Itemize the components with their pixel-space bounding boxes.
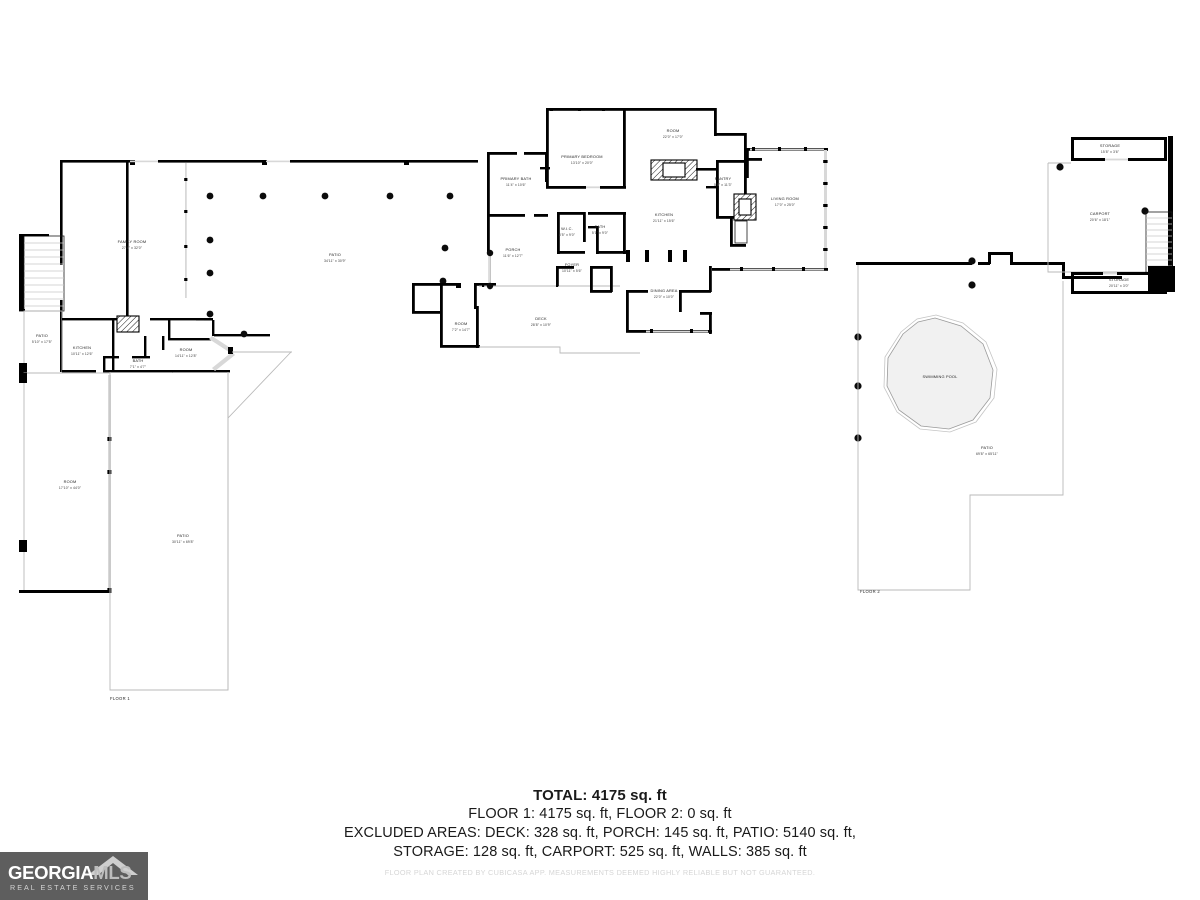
logo-tagline: REAL ESTATE SERVICES [10, 883, 136, 892]
floor1-left-block [19, 160, 478, 691]
room-label-storage-bottom: STORAGE [1109, 277, 1129, 282]
room-dim-storage-top: 15'8" x 3'6" [1101, 150, 1120, 154]
roof-icon [88, 856, 138, 875]
room-dim-deck: 28'8" x 10'9" [531, 323, 552, 327]
area-summary: TOTAL: 4175 sq. ft FLOOR 1: 4175 sq. ft,… [0, 786, 1200, 862]
staircase-left [19, 234, 65, 312]
logo-brand-secondary: MLS [93, 862, 132, 883]
room-label-swimming-pool: SWIMMING POOL [923, 374, 959, 379]
floors-area-line: FLOOR 1: 4175 sq. ft, FLOOR 2: 0 sq. ft [468, 806, 732, 822]
room-label-kitchen-left: KITCHEN [73, 345, 91, 350]
logo-wordmark: GEORGIAMLS [8, 862, 132, 883]
room-label-room-top: ROOM [667, 128, 680, 133]
room-dim-room-left: 14'11" x 12'8" [175, 354, 198, 358]
floor2-pool-patio [854, 252, 1122, 591]
room-dim-bath-left: 7'1" x 4'7" [130, 365, 147, 369]
room-dim-kitchen-main: 21'11" x 15'6" [653, 219, 676, 223]
room-dim-storage-bottom: 20'11" x 3'0" [1109, 284, 1130, 288]
room-label-foyer: FOYER [565, 262, 579, 267]
room-dim-patio-main: 34'11" x 30'9" [324, 259, 347, 263]
room-label-deck: DECK [535, 316, 547, 321]
excluded-areas-line-2: STORAGE: 128 sq. ft, CARPORT: 525 sq. ft… [393, 844, 807, 860]
room-dim-room-lower-left: 17'10" x 44'0" [59, 486, 82, 490]
room-label-porch: PORCH [506, 247, 521, 252]
room-dim-bath-main: 5'1" x 9'0" [592, 231, 609, 235]
room-label-wic: W.I.C. [561, 226, 573, 231]
disclaimer-text: FLOOR PLAN CREATED BY CUBICASA APP. MEAS… [384, 868, 816, 877]
primary-suite [487, 108, 626, 254]
room-dim-pantry: 5'8" x 11'3" [714, 183, 733, 187]
room-label-family-room: FAMILY ROOM [118, 239, 147, 244]
room-label-group: FAMILY ROOM 27'4" x 32'0" PATIO 5'10" x … [32, 128, 1130, 701]
excluded-areas-line-1: EXCLUDED AREAS: DECK: 328 sq. ft, PORCH:… [344, 825, 856, 841]
room-dim-kitchen-left: 10'11" x 12'6" [71, 352, 94, 356]
logo-brand-primary: GEORGIA [8, 862, 94, 883]
room-dim-room-center: 7'2" x 14'7" [452, 328, 471, 332]
room-dim-foyer: 10'11" x 5'6" [562, 269, 583, 273]
room-label-bath-left: BATH [133, 358, 144, 363]
pantry-living [706, 147, 828, 271]
room-label-carport: CARPORT [1090, 211, 1111, 216]
total-area-line: TOTAL: 4175 sq. ft [533, 787, 667, 804]
kitchen-dining-foyer [486, 249, 712, 334]
room-label-primary-bedroom: PRIMARY BEDROOM [561, 154, 602, 159]
room-dim-wic: 8'5" x 9'0" [559, 233, 576, 237]
floor-label-2: FLOOR 2 [860, 589, 880, 594]
room-dim-patio-lower: 30'11" x 69'8" [172, 540, 195, 544]
center-room-deck [412, 283, 640, 354]
hatch-block-left [116, 315, 140, 333]
room-dim-primary-bath: 11'4" x 10'6" [506, 183, 527, 187]
room-label-patio-pool: PATIO [981, 445, 993, 450]
room-label-patio-main: PATIO [329, 252, 341, 257]
floor-label-1: FLOOR 1 [110, 696, 130, 701]
room-label-storage-top: STORAGE [1100, 143, 1120, 148]
room-label-room-lower-left: ROOM [64, 479, 77, 484]
room-dim-dining-area: 22'0" x 10'0" [654, 295, 675, 299]
top-center-room [626, 108, 762, 181]
room-dim-carport: 20'6" x 18'1" [1090, 218, 1111, 222]
room-label-kitchen-main: KITCHEN [655, 212, 673, 217]
room-label-patio-lower: PATIO [177, 533, 189, 538]
room-dim-family-room: 27'4" x 32'0" [122, 246, 143, 250]
room-label-living-room: LIVING ROOM [771, 196, 799, 201]
room-label-patio-left: PATIO [36, 333, 48, 338]
room-dim-room-top: 22'0" x 17'0" [663, 135, 684, 139]
room-dim-living-room: 17'0" x 25'0" [775, 203, 796, 207]
room-dim-primary-bedroom: 13'10" x 20'0" [571, 161, 594, 165]
room-label-bath-main: BATH [595, 224, 606, 229]
room-dim-porch: 11'6" x 12'7" [503, 254, 524, 258]
room-label-dining-area: DINING AREA [650, 288, 677, 293]
carport-storage-block [1047, 136, 1175, 294]
main-patio-columns [206, 192, 454, 338]
room-label-room-center: ROOM [455, 321, 468, 326]
room-label-pantry: PANTRY [715, 176, 732, 181]
room-dim-patio-left: 5'10" x 17'5" [32, 340, 53, 344]
room-label-room-left: ROOM [180, 347, 193, 352]
kitchen-island-hatch [650, 159, 698, 181]
room-label-primary-bath: PRIMARY BATH [501, 176, 532, 181]
room-dim-patio-pool: 69'8" x 65'11" [976, 452, 999, 456]
georgia-mls-logo[interactable]: GEORGIAMLS REAL ESTATE SERVICES [0, 852, 148, 900]
